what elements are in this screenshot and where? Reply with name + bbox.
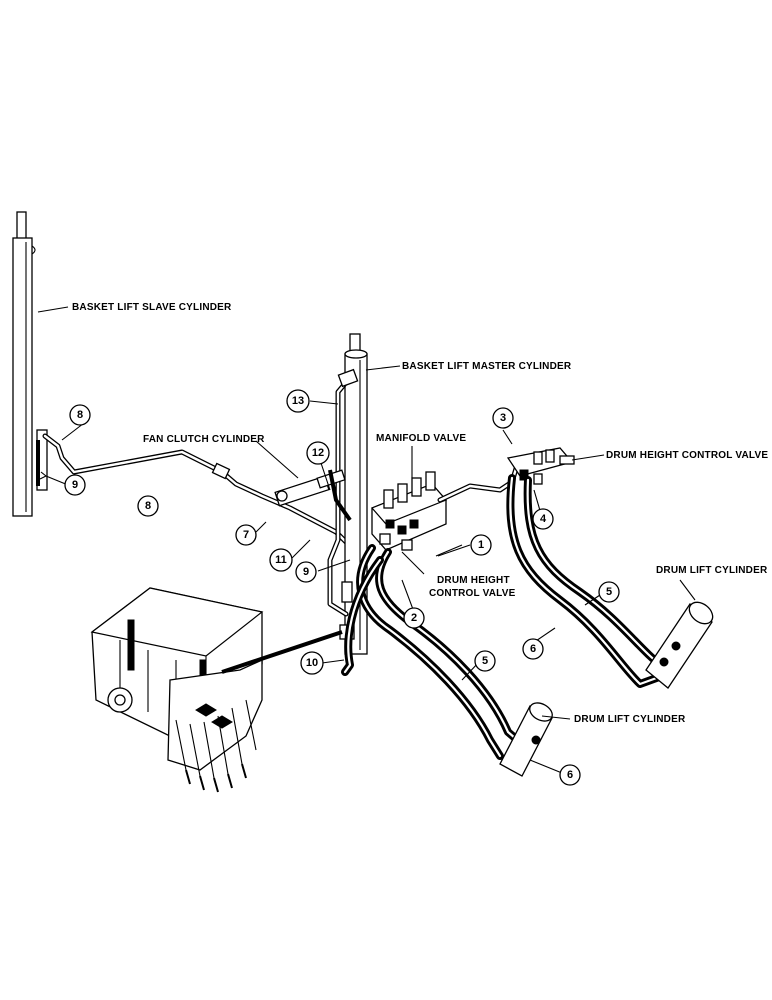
callouts: 8 9 8 13 12 7 11 9 1 2 3 4 5 6 5 6 10: [64, 389, 620, 786]
callout-7: 7: [235, 524, 257, 546]
hose-5-6-bottom: [356, 544, 526, 760]
svg-text:9: 9: [72, 479, 78, 491]
svg-text:7: 7: [243, 529, 249, 541]
callout-4: 4: [532, 508, 554, 530]
label-drum-height-control-valve-right: DRUM HEIGHT CONTROL VALVE: [606, 450, 768, 461]
callout-6-right: 6: [522, 638, 544, 660]
drum-lift-cylinder-right: [645, 601, 714, 689]
label-fan-clutch-cylinder: FAN CLUTCH CYLINDER: [143, 434, 265, 445]
svg-text:8: 8: [77, 409, 83, 421]
leader-lines: [37, 306, 696, 774]
drum-height-control-valve-right: [506, 447, 575, 485]
svg-text:5: 5: [482, 655, 488, 667]
drum-lift-cylinder-bottom: [499, 702, 553, 777]
svg-text:11: 11: [275, 554, 287, 566]
label-drum-height-control-valve-line1: DRUM HEIGHT: [437, 575, 510, 586]
callout-10: 10: [300, 651, 324, 675]
svg-text:2: 2: [411, 612, 417, 624]
callout-1: 1: [470, 534, 492, 556]
svg-text:9: 9: [303, 566, 309, 578]
tube-13: [327, 368, 359, 617]
label-drum-lift-cylinder-right: DRUM LIFT CYLINDER: [656, 565, 768, 576]
svg-text:6: 6: [530, 643, 536, 655]
svg-text:4: 4: [540, 513, 547, 525]
label-basket-lift-slave-cylinder: BASKET LIFT SLAVE CYLINDER: [72, 302, 232, 313]
hose-12: [328, 469, 352, 522]
svg-text:3: 3: [500, 412, 506, 424]
callout-5-bottom: 5: [474, 650, 496, 672]
callout-8-bottom: 8: [137, 495, 159, 517]
svg-text:12: 12: [312, 447, 324, 459]
svg-text:6: 6: [567, 769, 573, 781]
svg-text:8: 8: [145, 500, 151, 512]
svg-text:13: 13: [292, 395, 304, 407]
label-drum-height-control-valve-line2: CONTROL VALVE: [429, 588, 516, 599]
svg-text:1: 1: [478, 539, 484, 551]
tube-8: [42, 433, 355, 551]
hose-5-6-right: [506, 474, 666, 688]
callout-2: 2: [403, 607, 425, 629]
svg-text:10: 10: [306, 657, 318, 669]
callout-11: 11: [269, 548, 293, 572]
callout-5-right: 5: [598, 581, 620, 603]
callout-9-center: 9: [295, 561, 317, 583]
label-manifold-valve: MANIFOLD VALVE: [376, 433, 466, 444]
basket-lift-slave-cylinder: [12, 211, 48, 517]
cotton-picker-machine: [90, 587, 343, 793]
callout-9-left: 9: [64, 474, 86, 496]
labels: BASKET LIFT SLAVE CYLINDER BASKET LIFT M…: [72, 302, 768, 725]
label-drum-lift-cylinder-bottom: DRUM LIFT CYLINDER: [574, 714, 686, 725]
manifold-valve: [370, 471, 448, 551]
callout-6-bottom: 6: [559, 764, 581, 786]
callout-13: 13: [286, 389, 310, 413]
callout-8-top: 8: [69, 404, 91, 426]
hose-10: [341, 556, 384, 676]
callout-3: 3: [492, 407, 514, 429]
svg-text:5: 5: [606, 586, 612, 598]
callout-12: 12: [306, 441, 330, 465]
label-basket-lift-master-cylinder: BASKET LIFT MASTER CYLINDER: [402, 361, 572, 372]
